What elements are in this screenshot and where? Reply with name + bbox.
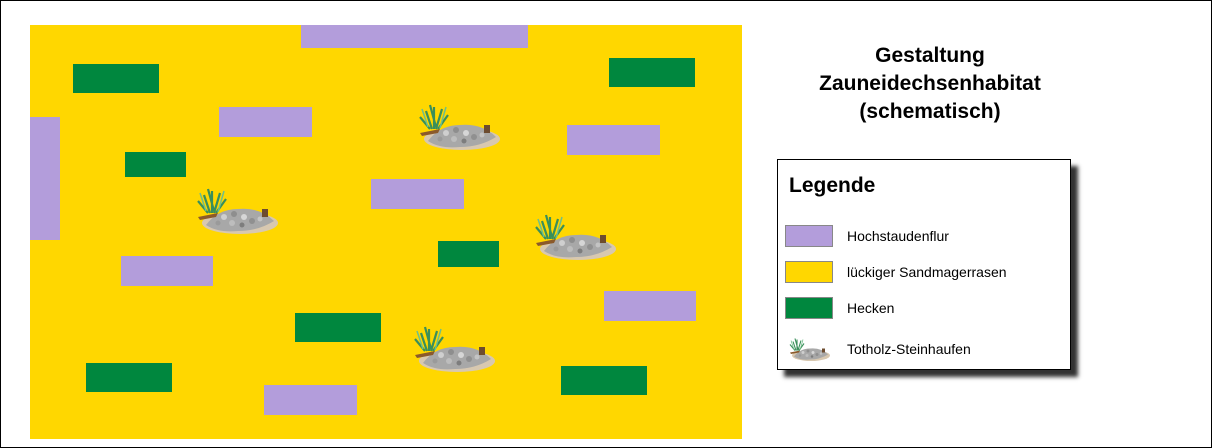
hedge-patch [295,313,381,342]
legend-item-deadwood-pile: Totholz-Steinhaufen [785,337,1065,364]
legend-heading: Legende [789,174,876,197]
title-line-1: Gestaltung [875,44,985,67]
hedge-patch [73,64,159,93]
tallherb-swatch [785,225,833,247]
tallherb-patch [219,107,312,137]
habitat-map [30,25,742,439]
legend-label: Totholz-Steinhaufen [847,341,971,357]
legend-item-tallherb: Hochstaudenflur [785,225,1065,251]
hedge-patch [438,241,499,267]
legend-box: Legende Hochstaudenflur lückiger Sandmag… [777,159,1071,370]
title-line-3: (schematisch) [859,100,1001,123]
hedge-patch [609,58,695,87]
tallherb-patch [301,25,528,48]
tallherb-patch [30,117,60,240]
hedge-patch [86,363,172,392]
legend-label: Hochstaudenflur [847,228,949,244]
tallherb-patch [121,256,213,286]
hedge-patch [561,366,647,395]
sandgrassland-swatch [785,261,833,283]
legend-item-sandgrassland: lückiger Sandmagerrasen [785,261,1065,287]
legend-label: lückiger Sandmagerrasen [847,264,1007,280]
tallherb-patch [604,291,696,321]
tallherb-patch [371,179,464,209]
hedge-patch [125,152,186,177]
hedge-swatch [785,297,833,319]
tallherb-patch [567,125,660,155]
tallherb-patch [264,385,357,415]
title-line-2: Zauneidechsenhabitat [819,72,1041,95]
deadwood-stone-pile-icon [789,337,831,362]
legend-item-hedges: Hecken [785,297,1065,323]
legend-label: Hecken [847,300,895,316]
diagram-title: Gestaltung Zauneidechsenhabitat (schemat… [770,42,1090,126]
